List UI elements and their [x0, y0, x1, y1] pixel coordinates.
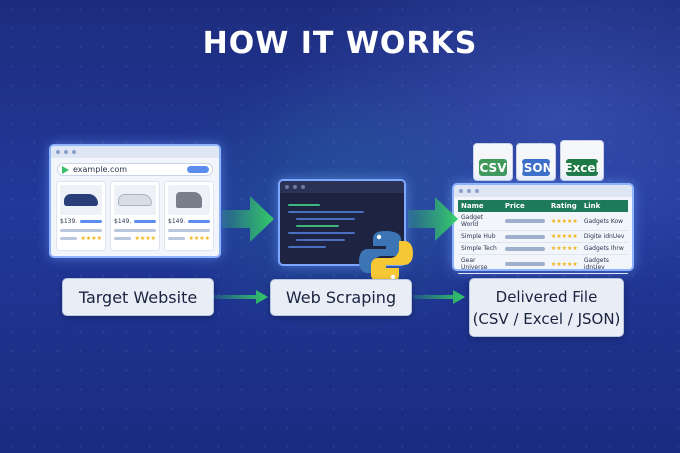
window-titlebar	[280, 181, 404, 193]
file-label: JSON	[522, 159, 550, 176]
cell-name: Gear Universe	[458, 255, 502, 274]
arrow-right-icon	[408, 197, 458, 241]
window-titlebar	[51, 146, 219, 158]
product-card: $139. ★★★★	[56, 181, 106, 251]
table-row: Gear Universe ★★★★★ Gadgets idnUev	[458, 255, 628, 274]
window-dot	[64, 150, 68, 154]
rating-stars: ★★★★	[134, 235, 156, 242]
csv-file-icon: CSV	[473, 143, 513, 181]
cell-link: Gadgets Ihrw	[581, 243, 628, 255]
rating-stars: ★★★★	[80, 235, 102, 242]
cell-rating: ★★★★★	[548, 243, 581, 255]
product-card: $149. ★★★★	[164, 181, 214, 251]
play-icon	[62, 166, 69, 174]
step-delivered-file: Delivered File (CSV / Excel / JSON)	[469, 278, 624, 337]
cell-name: Gadget World	[458, 212, 502, 231]
shoe-icon	[64, 194, 98, 206]
address-bar: example.com	[57, 163, 213, 176]
cell-link: Gadgets idnUev	[581, 255, 628, 274]
cell-link: Digite idnUev	[581, 231, 628, 243]
step-sublabel: (CSV / Excel / JSON)	[473, 308, 621, 330]
python-logo-icon	[356, 227, 416, 287]
step-web-scraping: Web Scraping	[270, 279, 412, 316]
table-row: Simple Hub ★★★★★ Digite idnUev	[458, 231, 628, 243]
target-website-window: example.com $139. ★★★★ $149. ★★★★ $149. …	[49, 144, 221, 258]
step-label: Target Website	[79, 288, 197, 307]
json-file-icon: JSON	[516, 143, 556, 181]
arrow-right-icon	[413, 290, 465, 304]
go-button	[187, 166, 209, 173]
url-text: example.com	[73, 165, 127, 174]
column-header: Rating	[548, 200, 581, 212]
window-dot	[72, 150, 76, 154]
cell-name: Simple Tech	[458, 243, 502, 255]
column-header: Price	[502, 200, 548, 212]
step-label: Delivered File	[496, 286, 598, 308]
arrow-right-icon	[214, 290, 268, 304]
product-price: $149.	[114, 218, 131, 225]
rating-stars: ★★★★	[188, 235, 210, 242]
column-header: Name	[458, 200, 502, 212]
cell-rating: ★★★★★	[548, 212, 581, 231]
window-dot	[56, 150, 60, 154]
product-price: $139.	[60, 218, 77, 225]
arrow-right-icon	[222, 196, 274, 242]
cell-name: Simple Hub	[458, 231, 502, 243]
product-price: $149.	[168, 218, 185, 225]
delivered-table-window: Name Price Rating Link Gadget World ★★★★…	[452, 183, 634, 271]
step-label: Web Scraping	[286, 288, 396, 307]
file-label: Excel	[566, 159, 598, 176]
page-title: HOW IT WORKS	[0, 26, 680, 61]
table-header-row: Name Price Rating Link	[458, 200, 628, 212]
column-header: Link	[581, 200, 628, 212]
excel-file-icon: Excel	[560, 140, 604, 181]
cell-rating: ★★★★★	[548, 255, 581, 274]
bag-icon	[176, 192, 202, 208]
step-target-website: Target Website	[62, 278, 214, 316]
table-row: Gadget World ★★★★★ Gadgets Kow	[458, 212, 628, 231]
file-label: CSV	[479, 159, 507, 176]
cell-rating: ★★★★★	[548, 231, 581, 243]
cell-link: Gadgets Kow	[581, 212, 628, 231]
product-card: $149. ★★★★	[110, 181, 160, 251]
window-titlebar	[454, 185, 632, 197]
table-row: Simple Tech ★★★★★ Gadgets Ihrw	[458, 243, 628, 255]
data-table: Name Price Rating Link Gadget World ★★★★…	[458, 200, 628, 274]
shoe-icon	[118, 194, 152, 206]
